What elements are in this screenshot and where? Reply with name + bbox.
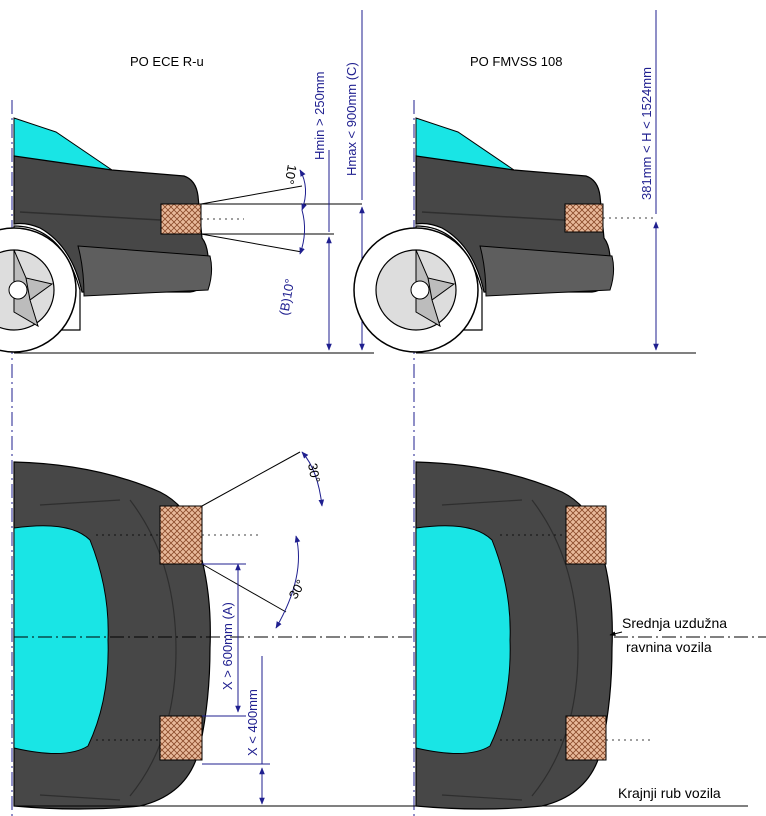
heading-fmvss: PO FMVSS 108 — [470, 54, 562, 69]
fog-lamp-top-left-fmvss — [565, 505, 607, 565]
top-hood-line-3-fmvss — [441, 794, 523, 801]
top-view-fmvss — [415, 461, 654, 810]
side-bumper-ece — [77, 245, 213, 297]
centerline-note-leader — [609, 631, 623, 637]
angle-outer-label: 30° — [305, 462, 323, 484]
angle-inner-line — [201, 563, 287, 613]
side-view-ece — [0, 117, 244, 353]
angle-down-label: (B)10° — [276, 277, 297, 316]
side-bumper-fmvss — [479, 245, 615, 297]
side-view-fmvss — [353, 117, 656, 353]
fmvss-range-label: 381mm < H < 1524mm — [639, 67, 654, 200]
angle-outer-arc — [301, 451, 325, 507]
centerline-note-line-2: ravnina vozila — [626, 639, 712, 655]
side-hub-fmvss — [410, 280, 430, 300]
angle-down-arc — [299, 209, 306, 255]
fog-lamp-side-fmvss — [564, 203, 604, 233]
top-hood-line-2-ece — [39, 499, 121, 506]
fog-lamp-top-left-ece — [159, 505, 203, 565]
outer-edge-note: Krajnji rub vozila — [618, 785, 721, 801]
angle-down-line — [200, 233, 303, 253]
top-hood-line-2-fmvss — [441, 499, 523, 506]
top-hood-line-3-ece — [39, 794, 121, 801]
fog-lamp-top-right-ece — [159, 715, 203, 761]
angle-up-arc — [299, 169, 307, 211]
angle-up-label: 10° — [282, 163, 300, 185]
centerline-note-line-1: Srednja uzdužna — [622, 615, 727, 631]
side-hub-ece — [8, 280, 28, 300]
top-hood-line-1-ece — [129, 499, 177, 797]
top-windshield-fmvss — [415, 525, 511, 755]
top-hood-line-1-fmvss — [531, 499, 579, 797]
angle-inner-arc — [275, 535, 301, 629]
side-rim-spokes-fmvss — [415, 249, 456, 328]
x-min-label: X > 600mm (A) — [220, 602, 235, 690]
fog-lamp-top-right-fmvss — [565, 715, 607, 761]
top-view-ece — [13, 461, 262, 810]
angle-outer-line — [201, 451, 301, 507]
x-max-label: X < 400mm — [245, 689, 260, 756]
hmin-label: Hmin > 250mm — [312, 72, 327, 161]
angle-up-line — [200, 185, 303, 205]
hmax-label: Hmax < 900mm (C) — [344, 62, 359, 176]
fog-lamp-side-ece — [160, 203, 202, 235]
top-windshield-ece — [13, 525, 109, 755]
side-rim-spokes-ece — [13, 249, 54, 328]
angle-inner-label: 30° — [286, 577, 309, 602]
heading-ece: PO ECE R-u — [130, 54, 204, 69]
